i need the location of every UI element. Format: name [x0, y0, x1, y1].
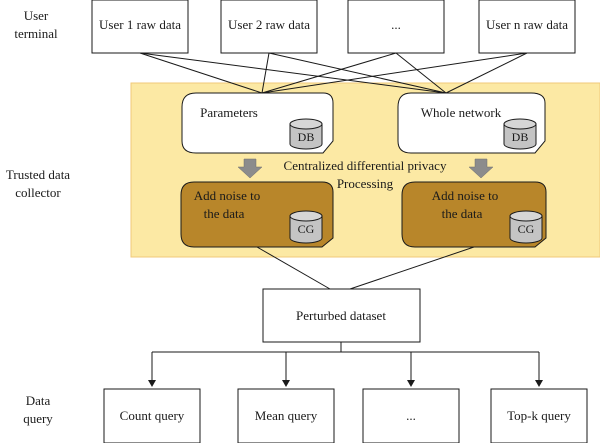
dataset-to-query-connectors — [148, 342, 543, 387]
user-box-n-label: User n raw data — [486, 17, 568, 32]
perturbed-dataset-label: Perturbed dataset — [296, 308, 386, 323]
user-box-ellipsis-label: ... — [391, 17, 401, 32]
noise-to-dataset-lines — [256, 246, 475, 290]
query-ellipsis-label: ... — [406, 408, 416, 423]
right-down-arrow — [468, 158, 494, 179]
query-box-ellipsis — [362, 388, 460, 443]
add-noise-left-label-1: Add noise to — [194, 188, 260, 203]
parameters-label: Parameters — [200, 105, 258, 120]
user-box-1 — [91, 0, 189, 54]
add-noise-left-cg-cylinder: CG — [289, 210, 323, 244]
perturbed-dataset-box — [262, 288, 421, 343]
layer-label-trusted-collector-1: Trusted data — [6, 167, 70, 182]
parameters-db-cylinder: DB — [289, 118, 323, 150]
user-to-collector-lines — [139, 52, 528, 94]
centralized-dp-label-2: Processing — [337, 176, 394, 191]
query-box-topk — [490, 388, 588, 443]
query-box-count — [103, 388, 201, 443]
add-noise-right-label-2: the data — [442, 206, 483, 221]
query-box-mean — [237, 388, 335, 443]
parameters-db-label: DB — [298, 130, 315, 144]
layer-label-trusted-collector-2: collector — [15, 185, 61, 200]
user-box-2 — [220, 0, 318, 54]
layer-label-data-query-1: Data — [26, 393, 51, 408]
user-box-1-label: User 1 raw data — [99, 17, 181, 32]
layer-label-data-query-2: query — [23, 411, 53, 426]
whole-network-db-cylinder: DB — [503, 118, 537, 150]
user-box-ellipsis — [347, 0, 445, 54]
add-noise-left-cg-label: CG — [298, 222, 315, 236]
add-noise-right-label-1: Add noise to — [432, 188, 498, 203]
centralized-dp-label-1: Centralized differential privacy — [284, 158, 447, 173]
user-box-2-label: User 2 raw data — [228, 17, 310, 32]
add-noise-right-cg-cylinder: CG — [509, 210, 543, 244]
whole-network-db-label: DB — [512, 130, 529, 144]
left-down-arrow — [237, 158, 263, 179]
user-box-n — [478, 0, 576, 54]
whole-network-label: Whole network — [421, 105, 502, 120]
query-topk-label: Top-k query — [507, 408, 571, 423]
layer-label-user-terminal-2: terminal — [14, 26, 58, 41]
add-noise-left-label-2: the data — [204, 206, 245, 221]
query-mean-label: Mean query — [255, 408, 318, 423]
layer-label-user-terminal-1: User — [24, 8, 49, 23]
query-count-label: Count query — [120, 408, 185, 423]
add-noise-right-cg-label: CG — [518, 222, 535, 236]
